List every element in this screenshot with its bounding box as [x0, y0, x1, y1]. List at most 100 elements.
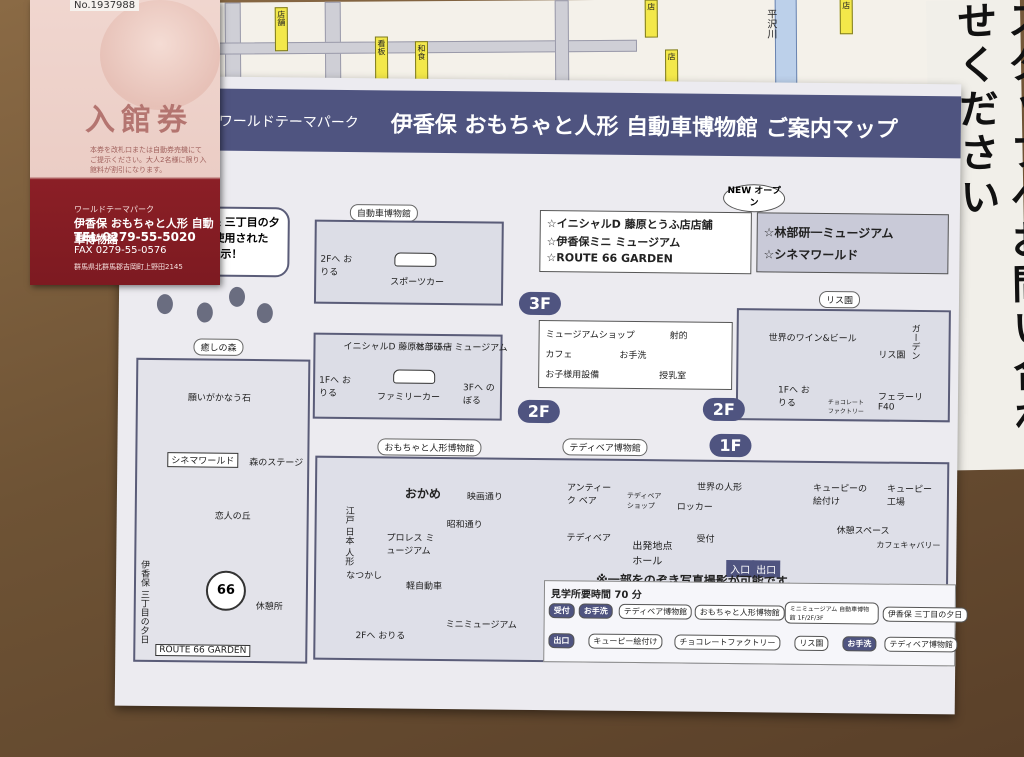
legend-kids: お子様用設備: [545, 370, 600, 381]
rest-area-label: 休憩所: [255, 602, 283, 613]
shop-sign: 店: [644, 0, 658, 38]
feature-list: ☆イニシャルD 藤原とうふ店店舗 ☆伊香保ミニ ミュージアム ☆ROUTE 66…: [539, 210, 752, 275]
ticket-org-line1: ワールドテーマパーク: [74, 205, 154, 214]
antique-bear-label: アンティーク ベア: [566, 483, 612, 507]
route66-shield-icon: 66: [205, 570, 247, 611]
floor-2f-right-label: 2F: [702, 397, 746, 422]
teddy-shop-label: テディベア ショップ: [626, 491, 662, 511]
ticket-tel: TEL 0279-55-5020: [74, 230, 196, 244]
teddy-bear-icon: [100, 0, 220, 110]
new-features: ☆林部研一ミュージアム ☆シネマワールド: [756, 212, 949, 275]
kewpie-paint-label: キューピーの 絵付け: [812, 483, 868, 508]
ticket-number: No.1937988: [70, 0, 140, 11]
rest-space-label: 休憩スペース: [836, 526, 890, 537]
up-2f-label: 2Fへ おりる: [355, 631, 406, 642]
legend-toilet: お手洗: [619, 350, 647, 362]
cinema-world-label: シネマワールド: [167, 452, 239, 468]
feature-item: ☆ROUTE 66 GARDEN: [546, 251, 673, 266]
floor-3f: スポーツカー 2Fへ おりる: [313, 219, 504, 306]
route-step: リス園: [794, 635, 829, 652]
family-car-label: ファミリーカー: [376, 392, 441, 403]
stairs-down-1f-label: 1Fへ おりる: [318, 375, 351, 399]
route-step: お手洗: [842, 636, 877, 652]
eigadori-label: 映画通り: [466, 492, 503, 503]
mori-stage-label: 森のステージ: [249, 457, 304, 469]
route-step: テディベア博物館: [618, 603, 693, 620]
mini-museum-label: ミニミュージアム: [445, 620, 517, 631]
admission-ticket: No.1937988 入館券 本券を改札口または自動券売機にて ご提示ください。…: [30, 0, 220, 285]
shop-sign: 店: [839, 0, 853, 35]
visit-route: 見学所要時間 70 分 受付 お手洗 テディベア博物館 おもちゃと人形博物館 ミ…: [543, 580, 968, 667]
legend-shop: ミュージアムショップ: [545, 330, 635, 342]
route-step: チョコレートファクトリー: [674, 634, 781, 651]
hayashibe-label: 林部研一 ミュージアム: [415, 342, 508, 354]
legend-shooting: 射的: [669, 331, 688, 342]
visit-time: 見学所要時間 70 分: [550, 589, 642, 602]
guide-map-paper: ワールドテーマパーク 伊香保 おもちゃと人形 自動車博物館 ご案内マップ ☆イニ…: [114, 75, 968, 715]
edo-doll-label: 江戸 日本 人形: [343, 505, 354, 566]
floor-2f-label: 2F: [517, 399, 561, 424]
ticket-org-line2: 伊香保 おもちゃと人形 自動車博物館: [74, 217, 214, 246]
sports-car-icon: [394, 252, 437, 267]
stairs-down-label: 2Fへ おりる: [320, 254, 353, 278]
route-step: お手洗: [578, 603, 613, 619]
uketsuke-label: 受付: [696, 534, 715, 545]
garden-label: ガーデン: [909, 323, 920, 360]
ticket-title: 入館券: [85, 103, 193, 138]
teddy-museum-label: テディベア博物館: [562, 438, 648, 457]
map-title: 伊香保 おもちゃと人形 自動車博物館 ご案内マップ: [390, 112, 898, 143]
departure-hall-label: 出発地点 ホール: [632, 540, 673, 568]
floor-1f-label: 1F: [709, 433, 752, 458]
risu-area: 世界のワイン&ビール ガーデン リス園 フェラーリ F40 チョコレート ファク…: [735, 308, 951, 423]
stairs-up-3f-label: 3Fへ のぼる: [462, 383, 495, 407]
shop-sign: 看板: [374, 36, 389, 83]
toy-doll-museum-label: おもちゃと人形博物館: [377, 438, 482, 457]
chocolate-label: チョコレート ファクトリー: [827, 399, 864, 416]
world-dolls-label: 世界の人形: [696, 482, 743, 494]
legend-nursing: 授乳室: [659, 371, 687, 382]
shop-sign: 店舗: [274, 7, 289, 52]
route-step: 受付: [548, 603, 575, 619]
route-step: 出口: [548, 633, 575, 649]
ferrari-label: フェラーリ F40: [877, 392, 924, 413]
negai-ishi-label: 願いがかなう石: [187, 393, 252, 404]
legend-cafe: カフェ: [545, 350, 573, 361]
route-step: ミニミュージアム 自動車博物館 1F/2F/3F: [784, 601, 879, 625]
wine-beer-label: 世界のワイン&ビール: [768, 333, 857, 345]
floor-3f-label: 3F: [518, 291, 562, 316]
legend: ミュージアムショップ 射的 カフェ お手洗 お子様用設備 授乳室: [538, 320, 733, 391]
sports-car-label: スポーツカー: [390, 277, 445, 289]
teddy-bear-label: テディベア: [566, 533, 611, 544]
route-step: テディベア博物館: [884, 636, 958, 653]
iyashi-forest-area: 願いがかなう石 シネマワールド 森のステージ 恋人の丘 休憩所 伊香保 三丁目の…: [133, 357, 311, 664]
route-step: 伊香保 三丁目の夕日: [882, 606, 968, 623]
okame-label: おかめ: [404, 486, 442, 501]
ticket-fax: FAX 0279-55-0576: [74, 245, 167, 256]
family-car-icon: [393, 369, 436, 384]
natsukashi-label: なつかし: [346, 571, 383, 582]
iyashi-mori-label: 癒しの森: [193, 338, 244, 356]
new-badge: NEW オープン: [722, 183, 786, 213]
car-museum-label: 自動車博物館: [349, 204, 419, 222]
cafe-kyabari-label: カフェキャバリー: [876, 540, 941, 551]
kewpie-factory-label: キューピー 工場: [886, 484, 933, 508]
feature-item: ☆伊香保ミニ ミュージアム: [546, 235, 681, 250]
kei-car-label: 軽自動車: [405, 581, 443, 593]
route66-label: ROUTE 66 GARDEN: [155, 644, 251, 658]
locker-label: ロッカー: [676, 502, 713, 513]
road-label: 平沢川: [764, 8, 776, 39]
theme-label: ワールドテーマパーク: [218, 113, 359, 132]
route-step: キューピー絵付け: [588, 633, 663, 650]
risu-en-label: リス園: [818, 290, 861, 309]
ticket-notice: 本券を改札口または自動券売機にて ご提示ください。大人2名様に限り入館料が割引に…: [90, 146, 207, 174]
sanchome-side-label: 伊香保 三丁目の夕日: [138, 559, 150, 644]
down-1f-label: 1Fへ おりる: [777, 385, 810, 409]
risu-room-label: リス園: [878, 350, 906, 361]
route-step: おもちゃと人形博物館: [694, 604, 785, 621]
new-feature-item: ☆シネマワールド: [763, 247, 859, 263]
new-feature-item: ☆林部研一ミュージアム: [763, 225, 894, 241]
feature-item: ☆イニシャルD 藤原とうふ店店舗: [546, 217, 713, 232]
koibito-oka-label: 恋人の丘: [214, 511, 251, 522]
ticket-address: 群馬県北群馬郡吉岡町上野田2145: [74, 263, 183, 271]
floor-2f: イニシャルD 藤原とうふ店 林部研一 ミュージアム ファミリーカー 1Fへ おり…: [312, 332, 508, 421]
